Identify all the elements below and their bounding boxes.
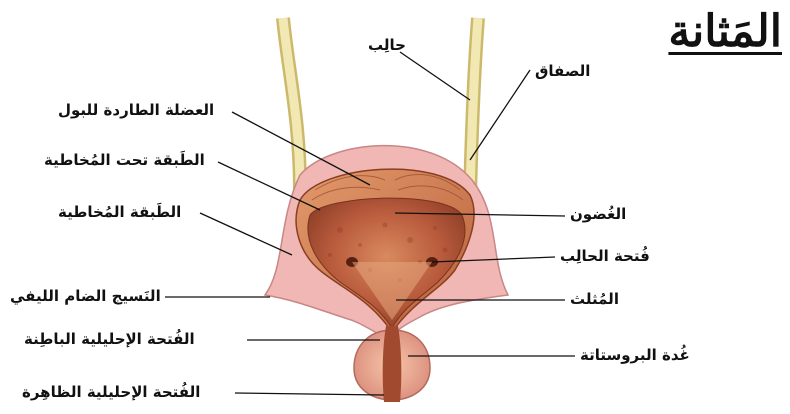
label-peritoneum: الصفاق: [535, 62, 590, 80]
label-fibrous-tissue: النَسيج الضام الليفي: [10, 287, 161, 305]
label-submucosa: الطَبقة تحت المُخاطية: [44, 151, 205, 169]
label-detrusor: العضلة الطاردة للبول: [58, 101, 214, 119]
label-rugae: الغُضون: [570, 205, 626, 223]
label-ureter: حالِب: [368, 36, 406, 54]
label-trigone: المُثلث: [570, 290, 619, 308]
urethra: [383, 326, 402, 402]
label-internal-urethral-opening: الفُتحة الإحليلية الباطِنة: [24, 330, 195, 348]
label-prostate: غُدة البروستاتة: [580, 346, 690, 364]
label-mucosa: الطَبقة المُخاطية: [58, 203, 181, 221]
label-ureteric-opening: فُتحة الحالِب: [560, 247, 650, 265]
page-title: المَثانة: [668, 6, 782, 57]
label-external-urethral-opening: الفُتحة الإحليلية الظاهِرة: [22, 383, 200, 401]
